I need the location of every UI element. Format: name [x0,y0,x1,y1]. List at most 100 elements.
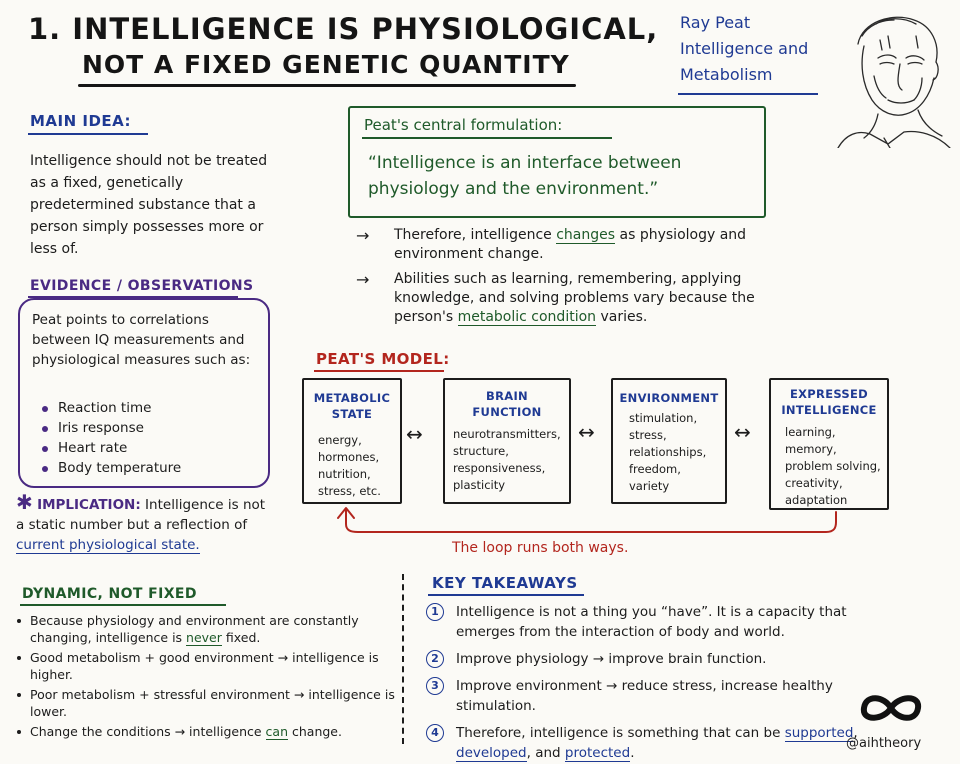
takeaways-underline [428,594,584,596]
model-underline [314,370,444,372]
central-label-underline [362,137,612,139]
arrow-right-icon: → [356,270,370,289]
list-item: Because physiology and environment are c… [14,612,399,646]
section-divider [402,574,404,744]
list-item: Body temperature [40,458,181,478]
conclusion-2-text-after: varies. [596,309,648,325]
list-item: 2 Improve physiology → improve brain func… [426,649,866,669]
number-badge: 3 [426,677,444,695]
model-box-environment: ENVIRONMENT stimulation, stress, relatio… [611,378,727,504]
number-badge: 1 [426,603,444,621]
list-item: problem solving, [785,459,881,473]
implication-text: Intelligence is not a static number but … [16,497,266,533]
title-underline [78,84,576,87]
model-box-title: BRAIN FUNCTION [472,389,542,419]
list-item-text: Good metabolism + good environment → int… [30,650,379,682]
list-item: stress, [629,428,667,442]
arrow-right-icon: → [356,226,370,245]
conclusion-1: → Therefore, intelligence changes as phy… [356,226,776,264]
loop-arrow [337,507,837,533]
implication: ✱ IMPLICATION: Intelligence is not a sta… [16,492,266,555]
model-box-items: neurotransmitters, structure, responsive… [453,426,569,494]
list-item: Heart rate [40,438,181,458]
list-item: neurotransmitters, [453,427,561,441]
list-item: Reaction time [40,398,181,418]
bidirectional-arrow-icon: ↔ [406,422,423,446]
central-quote: “Intelligence is an interface between ph… [368,153,682,199]
infinity-logo-icon [861,695,921,721]
list-item-text: Poor metabolism + stressful environment … [30,687,395,719]
implication-label: IMPLICATION: [37,497,141,513]
title-line-2: NOT A FIXED GENETIC QUANTITY [82,50,570,79]
model-box-title: EXPRESSED INTELLIGENCE [781,387,877,417]
evidence-heading: EVIDENCE / OBSERVATIONS [30,278,254,294]
list-item: responsiveness, [453,461,546,475]
list-item: Change the conditions → intelligence can… [14,723,399,740]
conclusion-2: → Abilities such as learning, rememberin… [356,270,756,327]
model-box-title: METABOLIC STATE [313,391,391,421]
model-box-brain: BRAIN FUNCTION neurotransmitters, struct… [443,378,571,504]
reference-title-2: Metabolism [680,65,773,84]
list-item-text-after: . [630,745,635,761]
list-item-text: Because physiology and environment are c… [30,613,359,645]
list-item: structure, [453,444,509,458]
list-item-text: Improve environment → reduce stress, inc… [456,678,833,714]
list-item-text: Improve physiology → improve brain funct… [456,651,767,667]
model-heading: PEAT'S MODEL: [316,350,450,368]
list-item: hormones, [318,450,380,464]
main-idea-underline [28,133,148,135]
list-item-separator: , and [526,745,565,761]
bidirectional-arrow-icon: ↔ [734,420,751,444]
list-item-highlight: developed [456,745,527,762]
dynamic-underline [20,604,226,606]
evidence-list: Reaction time Iris response Heart rate B… [40,398,181,478]
reference-author: Ray Peat [680,13,751,32]
dynamic-heading: DYNAMIC, NOT FIXED [22,586,197,602]
list-item: Good metabolism + good environment → int… [14,649,399,683]
portrait-sketch [837,16,951,148]
number-badge: 2 [426,650,444,668]
conclusion-2-text: Abilities such as learning, remembering,… [394,271,755,325]
list-item-highlight: supported [784,725,854,742]
evidence-box [18,298,270,488]
model-box-expressed: EXPRESSED INTELLIGENCE learning, memory,… [769,378,889,510]
central-label: Peat's central formulation: [364,116,563,134]
list-item: stimulation, [629,411,698,425]
list-item: freedom, [629,462,681,476]
model-box-items: learning, memory, problem solving, creat… [785,424,887,509]
list-item: energy, [318,433,362,447]
list-item: nutrition, [318,467,371,481]
evidence-intro: Peat points to correlations between IQ m… [32,312,251,368]
list-item: stress, etc. [318,484,381,498]
conclusion-1-highlight: changes [556,227,616,244]
title-line-1: 1. INTELLIGENCE IS PHYSIOLOGICAL, [28,12,659,46]
implication-highlight: current physiological state. [16,537,200,554]
author-handle: @aihtheory [846,736,922,751]
evidence-underline [28,296,238,298]
list-item: Iris response [40,418,181,438]
list-item: variety [629,479,670,493]
list-item: plasticity [453,478,506,492]
conclusion-1-text: Therefore, intelligence [394,227,557,243]
reference-underline [678,93,818,95]
takeaways-list: 1 Intelligence is not a thing you “have”.… [426,602,866,764]
list-item: adaptation [785,493,848,507]
list-item-highlight: protected [564,745,631,762]
list-item-text: Therefore, intelligence is something tha… [456,725,785,741]
list-item: creativity, [785,476,843,490]
central-formulation-box [348,106,766,218]
asterisk-icon: ✱ [16,490,33,514]
list-item: Poor metabolism + stressful environment … [14,686,399,720]
dynamic-list: Because physiology and environment are c… [14,612,399,743]
main-idea-heading: MAIN IDEA: [30,112,132,130]
list-item-text: Intelligence is not a thing you “have”. … [456,604,847,640]
list-item: 1 Intelligence is not a thing you “have”.… [426,602,866,642]
list-item-separator: , [853,725,858,741]
reference-title-1: Intelligence and [680,39,809,58]
model-box-title: ENVIRONMENT [619,391,719,405]
bidirectional-arrow-icon: ↔ [578,420,595,444]
takeaways-heading: KEY TAKEAWAYS [432,574,578,592]
list-item-highlight: can [265,724,289,740]
conclusion-2-highlight: metabolic condition [457,309,597,326]
